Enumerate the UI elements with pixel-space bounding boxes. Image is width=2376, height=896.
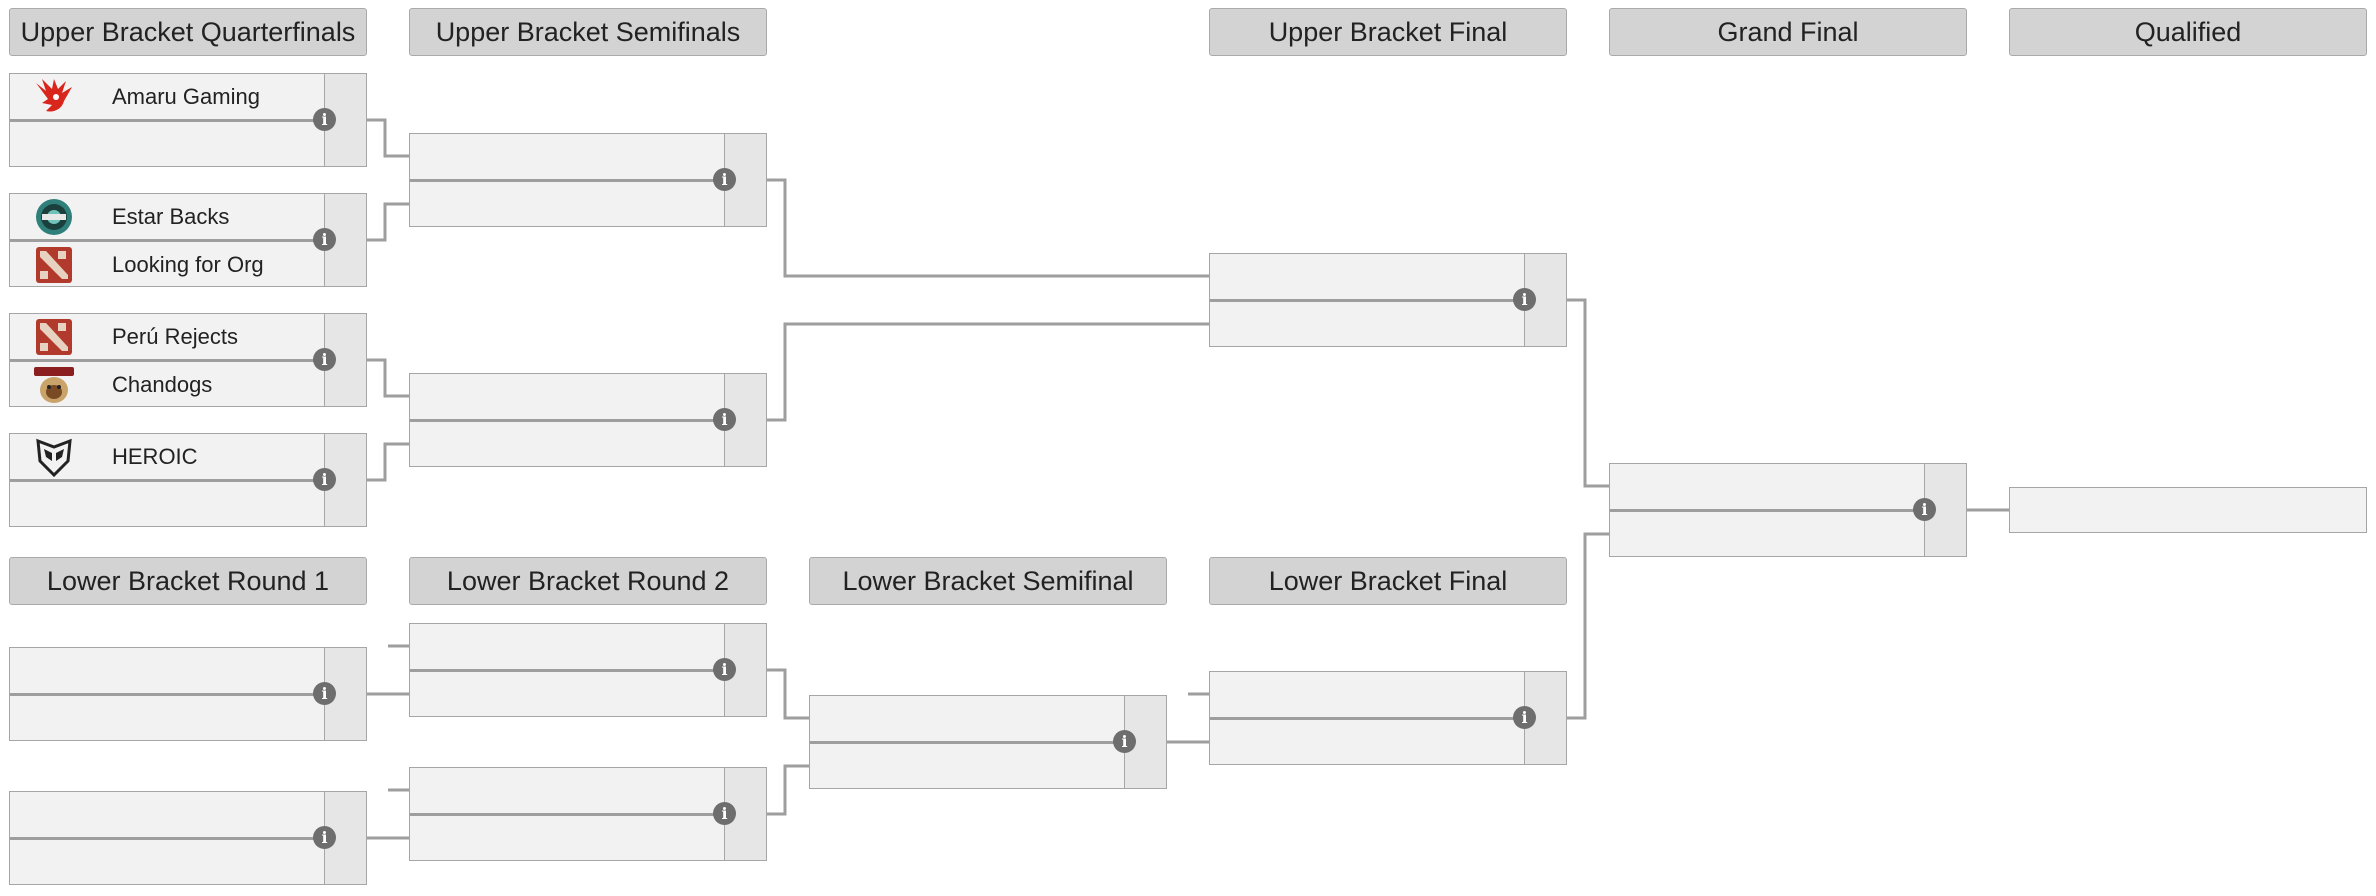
header-upper-bracket-semifinals: Upper Bracket Semifinals — [409, 8, 767, 56]
team-slot[interactable]: Looking for Org — [10, 242, 320, 288]
estar-backs-logo-icon — [32, 197, 76, 237]
team-slot[interactable]: Perú Rejects — [10, 314, 320, 360]
match-grand-final[interactable]: i — [1609, 463, 1967, 557]
info-icon[interactable]: i — [713, 408, 736, 431]
match-ubqf-1[interactable]: i Amaru Gaming — [9, 73, 367, 167]
match-lbr2-1[interactable]: i — [409, 623, 767, 717]
match-ub-final[interactable]: i — [1209, 253, 1567, 347]
team-slot[interactable]: HEROIC — [10, 434, 320, 480]
team-name: Estar Backs — [112, 204, 230, 229]
info-icon[interactable]: i — [313, 468, 336, 491]
info-icon[interactable]: i — [313, 348, 336, 371]
team-slot[interactable] — [10, 122, 320, 168]
info-icon[interactable]: i — [313, 682, 336, 705]
header-qualified: Qualified — [2009, 8, 2367, 56]
header-lower-bracket-round-1: Lower Bracket Round 1 — [9, 557, 367, 605]
team-name: HEROIC — [112, 444, 198, 469]
header-upper-bracket-final: Upper Bracket Final — [1209, 8, 1567, 56]
team-slot[interactable]: Estar Backs — [10, 194, 320, 240]
team-name: Chandogs — [112, 372, 213, 397]
dota-logo-icon — [32, 317, 76, 357]
info-icon[interactable]: i — [1513, 706, 1536, 729]
match-lbr2-2[interactable]: i — [409, 767, 767, 861]
info-icon[interactable]: i — [313, 108, 336, 131]
info-icon[interactable]: i — [313, 228, 336, 251]
match-ubqf-2[interactable]: i Estar Backs Looking for Org — [9, 193, 367, 287]
match-ubqf-3[interactable]: i Perú Rejects Chandogs — [9, 313, 367, 407]
team-slot[interactable]: Amaru Gaming — [10, 74, 320, 120]
header-lower-bracket-semifinal: Lower Bracket Semifinal — [809, 557, 1167, 605]
header-grand-final: Grand Final — [1609, 8, 1967, 56]
team-name: Perú Rejects — [112, 324, 238, 349]
header-lower-bracket-round-2: Lower Bracket Round 2 — [409, 557, 767, 605]
info-icon[interactable]: i — [713, 658, 736, 681]
info-icon[interactable]: i — [313, 826, 336, 849]
info-icon[interactable]: i — [1113, 730, 1136, 753]
header-upper-bracket-quarterfinals: Upper Bracket Quarterfinals — [9, 8, 367, 56]
info-icon[interactable]: i — [1513, 288, 1536, 311]
team-slot[interactable] — [10, 482, 320, 528]
chandogs-logo-icon — [32, 365, 76, 405]
match-lbsf[interactable]: i — [809, 695, 1167, 789]
dota-logo-icon — [32, 245, 76, 285]
match-lbr1-1[interactable]: i — [9, 647, 367, 741]
qualified-slot[interactable] — [2009, 487, 2367, 533]
heroic-logo-icon — [32, 437, 76, 477]
header-lower-bracket-final: Lower Bracket Final — [1209, 557, 1567, 605]
team-name: Amaru Gaming — [112, 84, 260, 109]
match-ubqf-4[interactable]: i HEROIC — [9, 433, 367, 527]
phoenix-logo-icon — [32, 77, 76, 117]
match-ubsf-1[interactable]: i — [409, 133, 767, 227]
info-icon[interactable]: i — [1913, 498, 1936, 521]
match-lbr1-2[interactable]: i — [9, 791, 367, 885]
info-icon[interactable]: i — [713, 168, 736, 191]
team-slot[interactable]: Chandogs — [10, 362, 320, 408]
team-name: Looking for Org — [112, 252, 264, 277]
match-ubsf-2[interactable]: i — [409, 373, 767, 467]
match-lb-final[interactable]: i — [1209, 671, 1567, 765]
info-icon[interactable]: i — [713, 802, 736, 825]
